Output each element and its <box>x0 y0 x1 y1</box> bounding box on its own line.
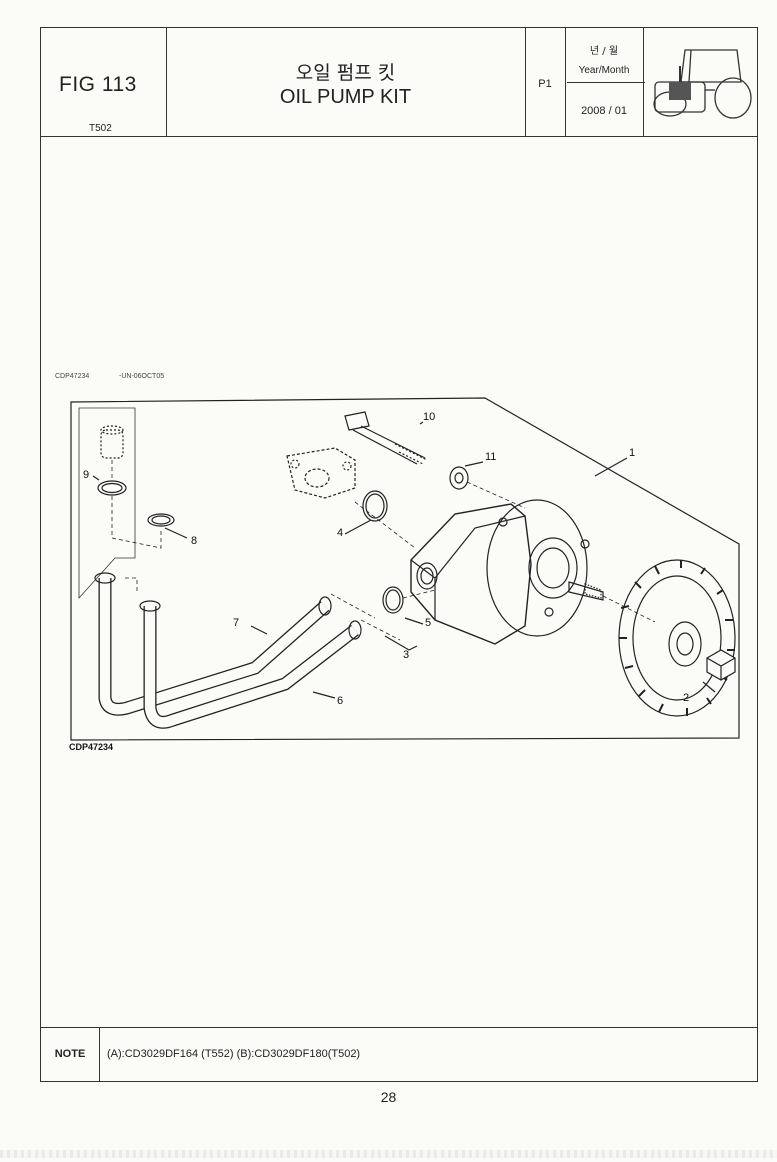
diagram-border <box>70 397 740 741</box>
callout-4: 4 <box>337 527 343 539</box>
parts-drawing <box>92 411 736 729</box>
page-code: P1 <box>538 78 552 90</box>
callout-2: 2 <box>683 692 689 704</box>
callout-8: 8 <box>191 535 197 547</box>
diagram-code-top: CDP47234 <box>55 373 89 380</box>
oil-pump-exploded-diagram: CDP47234 -UN-06OCT05 <box>55 373 740 752</box>
page-number: 28 <box>380 1089 397 1105</box>
title-cell <box>166 28 526 136</box>
header-divider <box>41 136 757 137</box>
callout-7: 7 <box>233 617 239 629</box>
tractor-icon <box>653 49 752 119</box>
title-korean: 오일 펌프 킷 <box>295 62 396 84</box>
note-divider <box>41 1027 757 1028</box>
callout-5: 5 <box>425 617 431 629</box>
note-text: (A):CD3029DF164 (T552) (B):CD3029DF180(T… <box>107 1048 361 1060</box>
callout-6: 6 <box>337 695 343 707</box>
page-code-cell <box>525 28 566 136</box>
year-month-korean-label: 년 / 월 <box>589 46 619 57</box>
callout-10: 10 <box>423 411 435 423</box>
scan-artifact <box>0 1150 777 1158</box>
year-month-label: Year/Month <box>578 65 630 76</box>
year-month-divider <box>567 82 645 83</box>
title-english: OIL PUMP KIT <box>279 86 412 108</box>
diagram-code-bottom: CDP47234 <box>69 742 113 752</box>
callout-3: 3 <box>403 649 409 661</box>
year-month-value: 2008 / 01 <box>581 105 627 117</box>
note-label: NOTE <box>41 1028 100 1081</box>
fig-cell <box>41 28 167 136</box>
callout-11: 11 <box>485 451 496 463</box>
callout-1: 1 <box>629 447 635 459</box>
model-code: T502 <box>89 123 112 134</box>
fig-number: FIG 113 <box>59 73 137 96</box>
page-frame: FIG 113 T502 오일 펌프 킷 OIL PUMP KIT P1 년 /… <box>40 27 758 1082</box>
callout-9: 9 <box>83 469 89 481</box>
diagram-code-suffix: -UN-06OCT05 <box>119 373 164 380</box>
